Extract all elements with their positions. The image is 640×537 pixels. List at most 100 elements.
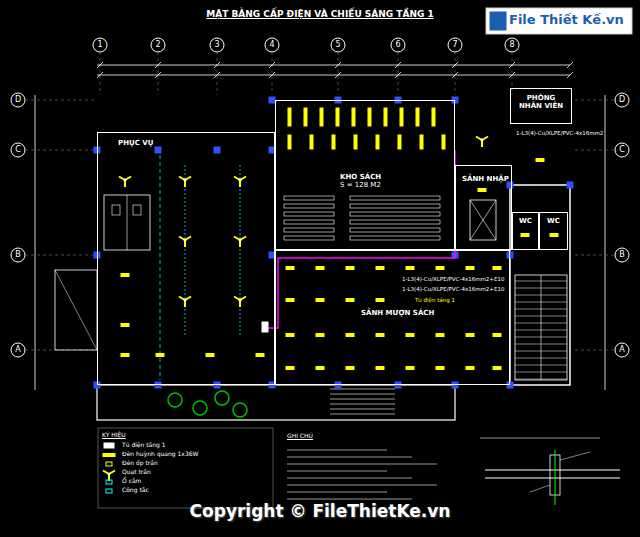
ceiling-lamp-symbol [536, 159, 544, 162]
detail-line [485, 470, 620, 471]
grid-line [272, 52, 273, 95]
ceiling-lamp-symbol [478, 189, 486, 192]
stair-step [330, 389, 395, 390]
room-region: KHO SÁCHS = 128 M2 [275, 100, 455, 250]
logo-badge [486, 8, 632, 34]
room-name: WC [519, 217, 532, 225]
axis-bubble [151, 38, 165, 52]
axis-letter: B [15, 251, 21, 260]
axis-bubble [505, 38, 519, 52]
dimension-tick [155, 62, 161, 68]
ceiling-lamp-symbol [466, 367, 474, 370]
fan-hub [184, 179, 187, 182]
ceiling-lamp-symbol [316, 267, 324, 270]
fluorescent-lamp-symbol [288, 135, 291, 149]
ceiling-lamp-symbol [436, 334, 444, 337]
stair-step [515, 337, 567, 338]
legend-sample [104, 443, 114, 448]
bookshelf-outline [350, 236, 440, 240]
grid-line [455, 52, 456, 95]
grid-line [575, 255, 615, 256]
fluorescent-lamp-symbol [398, 135, 401, 149]
leader-line [530, 485, 550, 492]
dimension-tick [567, 62, 573, 68]
stair-step [515, 316, 567, 317]
dimension-tick [452, 72, 458, 78]
logo-icon [490, 12, 506, 30]
bookshelf-outline [284, 228, 334, 232]
ceiling-lamp-symbol [376, 334, 384, 337]
ceiling-fan-symbol [476, 137, 488, 148]
bookshelf-outline [350, 220, 440, 224]
ceiling-fan-symbol [234, 297, 246, 308]
ceiling-lamp-symbol [376, 367, 384, 370]
detail-pipe [555, 450, 556, 505]
ceiling-lamp-symbol [376, 299, 384, 302]
axis-bubble [11, 93, 25, 107]
axis-number: 6 [395, 41, 400, 50]
stair-line [541, 275, 542, 380]
dimension-tick [214, 62, 220, 68]
tree-symbol [215, 391, 229, 405]
legend-text: Tủ điện tầng 1 [122, 442, 166, 449]
dimension-line [605, 95, 606, 390]
toilet-outline [104, 195, 150, 250]
legend-text: Ổ cắm [122, 478, 141, 485]
elevator-outline [470, 200, 496, 240]
dimension-tick [452, 62, 458, 68]
fluorescent-lamp-symbol [336, 108, 339, 126]
notes-heading: GHI CHÚ [287, 433, 313, 440]
axis-bubble [448, 38, 462, 52]
fluorescent-lamp-symbol [442, 135, 445, 149]
room-region: PHÒNG NHÂN VIÊN [510, 88, 572, 124]
grid-line [158, 52, 159, 95]
room-name: PHỤC VỤ [118, 139, 153, 147]
grid-line [100, 52, 101, 95]
wc-room: WC [539, 212, 568, 250]
ceiling-lamp-symbol [121, 354, 129, 357]
fan-hub [239, 179, 242, 182]
panel-note: Tủ điện tầng 1 [415, 297, 455, 303]
ceiling-lamp-symbol [406, 267, 414, 270]
dimension-tick [269, 72, 275, 78]
note-text-line [287, 449, 387, 451]
column-symbol [507, 382, 513, 388]
grid-line [575, 350, 615, 351]
fluorescent-lamp-symbol [352, 108, 355, 126]
ceiling-lamp-symbol [493, 367, 501, 370]
ceiling-fan-symbol [234, 177, 246, 188]
axis-bubble [615, 143, 629, 157]
room-name: SẢNH MƯỢN SÁCH [361, 309, 434, 317]
legend-frame [98, 428, 273, 508]
stair-step [515, 281, 567, 282]
axis-letter: C [15, 146, 21, 155]
fixture-outline [133, 205, 141, 215]
bookshelf-outline [350, 212, 440, 216]
column-symbol [567, 182, 573, 188]
bookshelf-outline [350, 228, 440, 232]
ceiling-lamp-symbol [156, 354, 164, 357]
ceiling-lamp-symbol [406, 334, 414, 337]
ceiling-lamp-symbol [521, 234, 529, 237]
stair-outline [515, 275, 567, 380]
grid-line [217, 52, 218, 95]
axis-bubble [615, 248, 629, 262]
cable-note: 1-L3(4)-Cu/XLPE/PVC-4x16mm2 [516, 130, 603, 136]
legend-heading: KÝ HIỆU [102, 432, 126, 439]
bookshelf-outline [284, 196, 334, 200]
fluorescent-lamp-symbol [310, 135, 313, 149]
stair-step [515, 302, 567, 303]
legend-text: Đèn huỳnh quang 1x36W [122, 451, 198, 458]
column-symbol [335, 382, 341, 388]
fan-hub [481, 139, 484, 142]
axis-number: 3 [214, 41, 219, 50]
bookshelf-outline [284, 220, 334, 224]
grid-line [25, 255, 95, 256]
ceiling-lamp-symbol [466, 334, 474, 337]
grid-line [575, 150, 615, 151]
fluorescent-lamp-symbol [354, 135, 357, 149]
ceiling-lamp-symbol [121, 274, 129, 277]
axis-number: 4 [269, 41, 274, 50]
wall-line [127, 195, 128, 250]
